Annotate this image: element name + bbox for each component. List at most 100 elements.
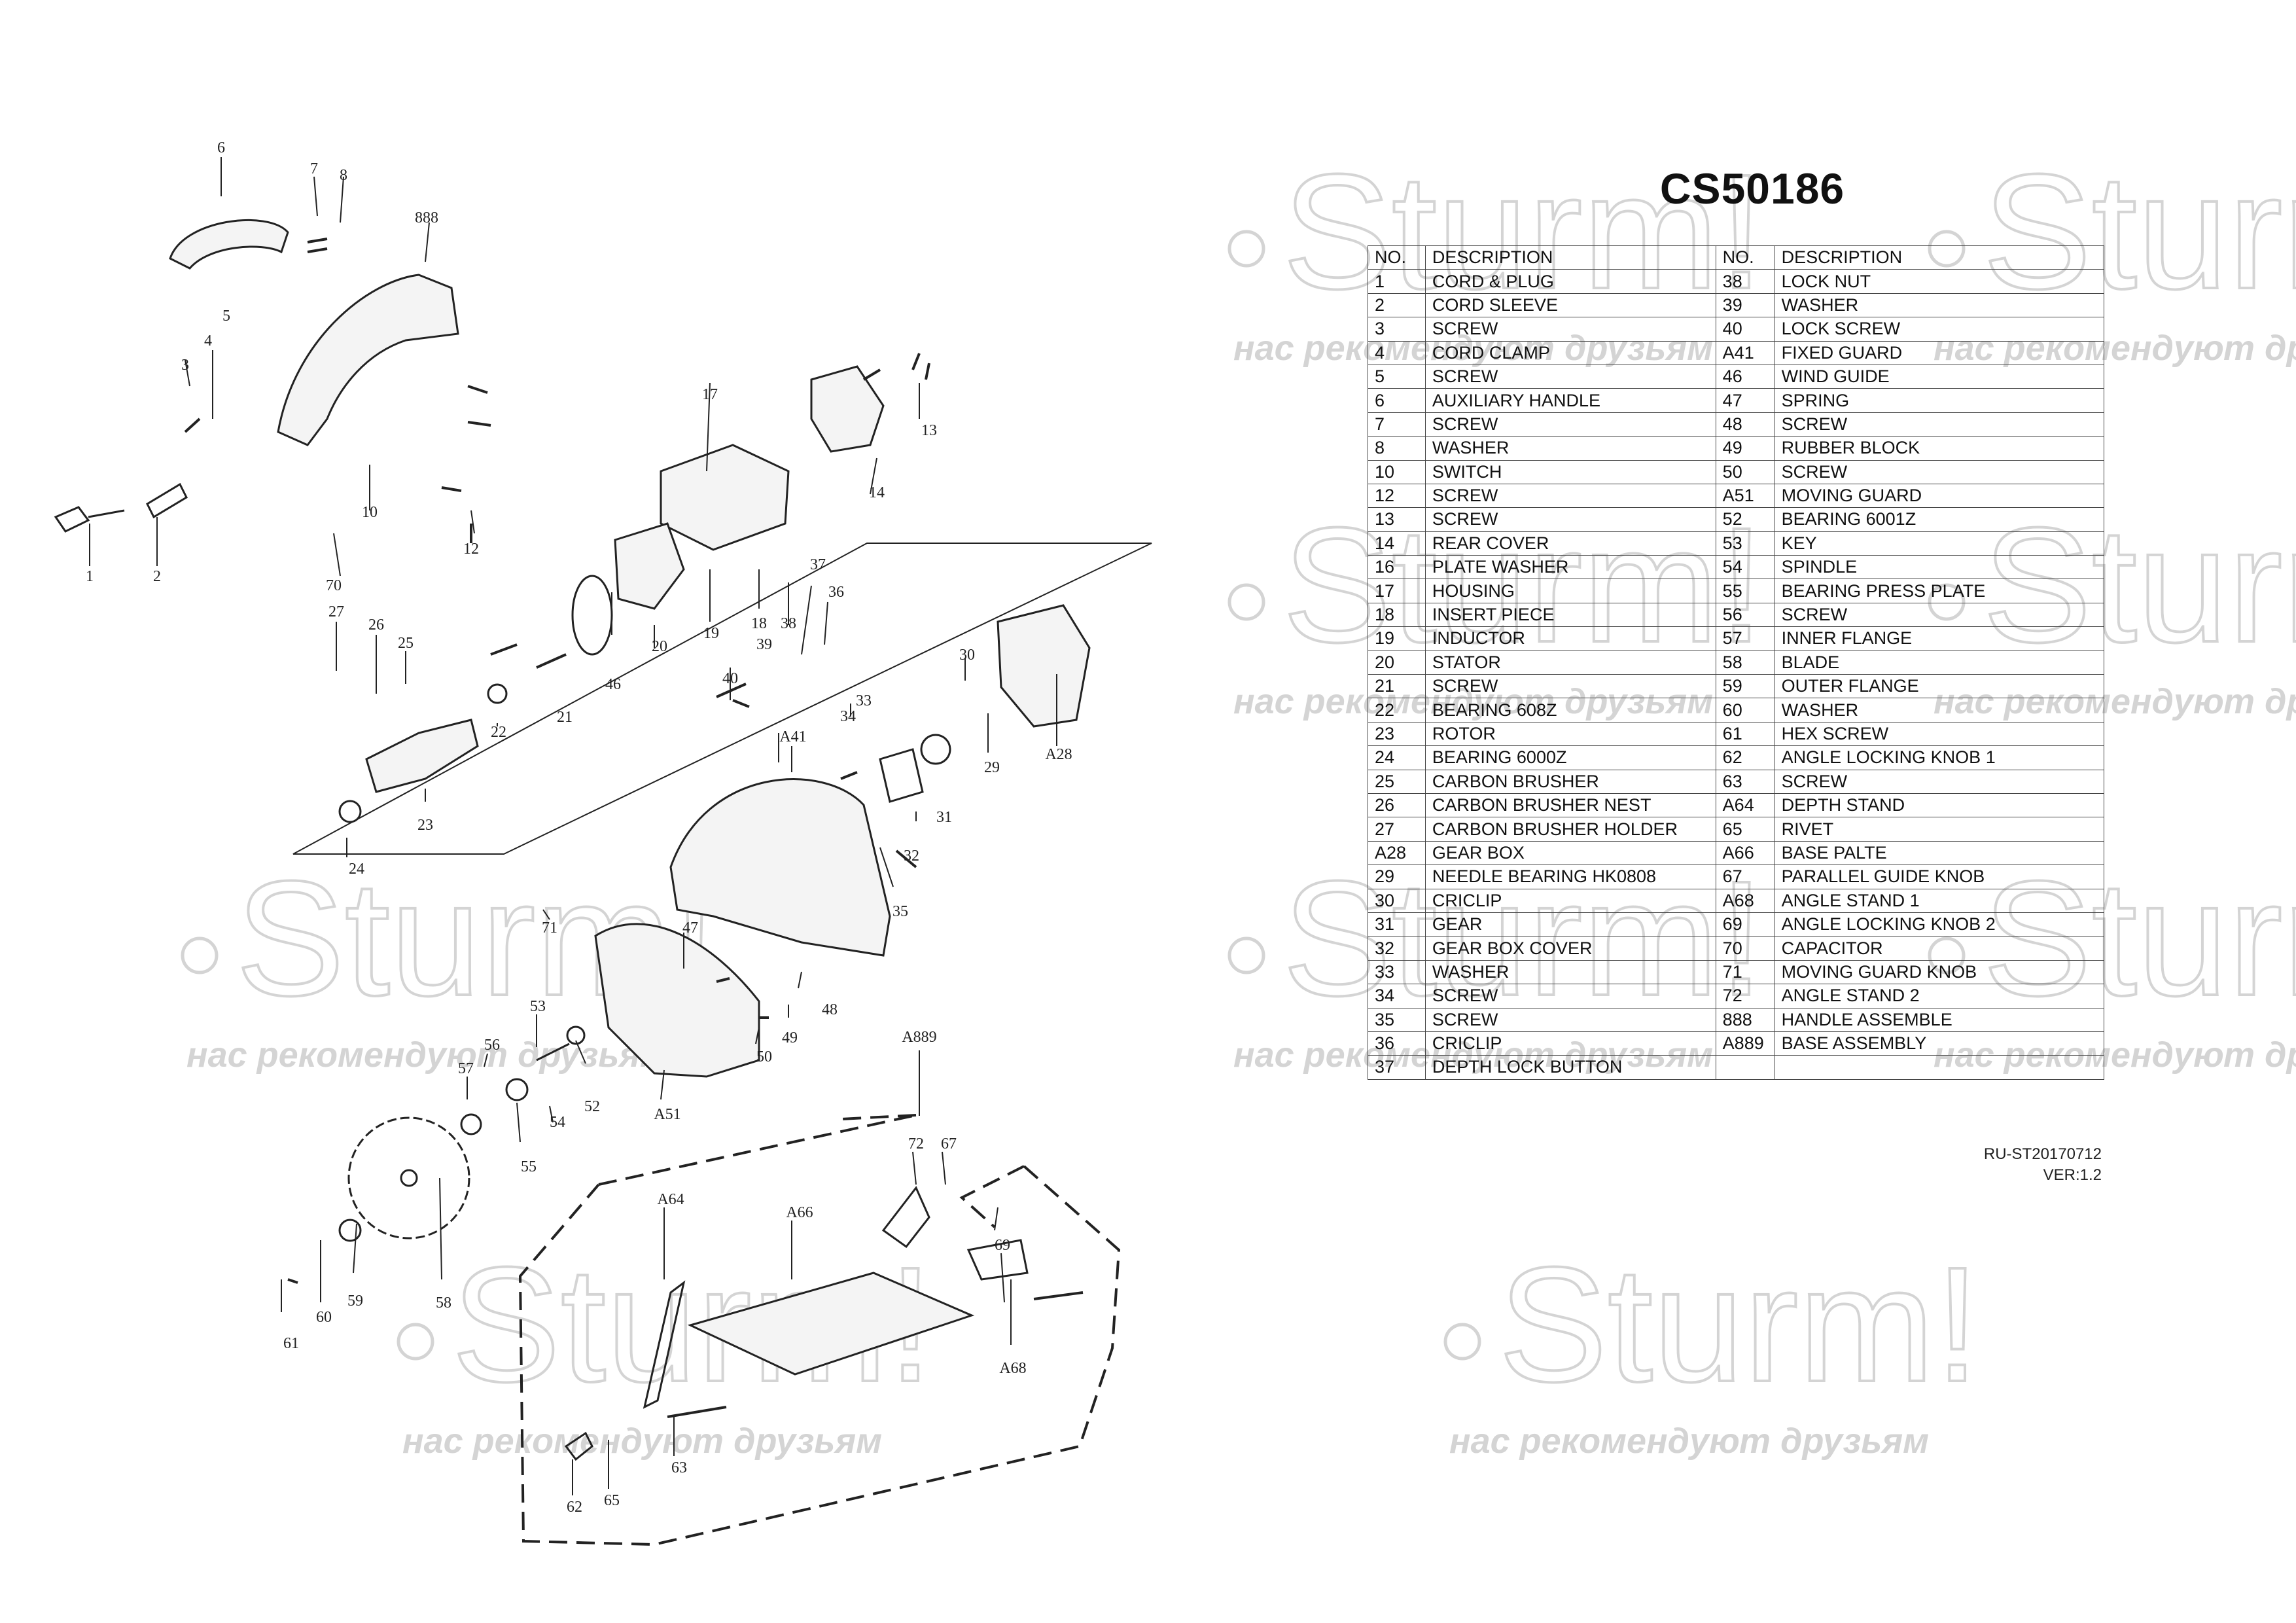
callout-label: 36 xyxy=(828,584,844,601)
part-description: CARBON BRUSHER HOLDER xyxy=(1424,817,1716,842)
callout-label: A28 xyxy=(1045,746,1072,763)
part-description: SCREW xyxy=(1424,364,1716,389)
part-description: WASHER xyxy=(1424,436,1716,461)
part-description: SCREW xyxy=(1424,412,1716,437)
callout-label: 35 xyxy=(892,903,908,920)
callout-label: 13 xyxy=(921,422,937,439)
callout-label: 27 xyxy=(328,603,344,620)
callout-label: 54 xyxy=(550,1114,565,1131)
header-no-2: NO. xyxy=(1715,245,1775,270)
part-number: 27 xyxy=(1368,817,1426,842)
part-description: BEARING PRESS PLATE xyxy=(1774,579,2105,603)
callout-label: 21 xyxy=(557,709,573,726)
part-number: 29 xyxy=(1368,865,1426,889)
callout-label: 55 xyxy=(521,1158,537,1175)
part-number: 12 xyxy=(1368,483,1426,508)
callout-label: 4 xyxy=(204,332,212,349)
part-number: 22 xyxy=(1368,698,1426,722)
part-number: 13 xyxy=(1368,507,1426,532)
callout-label: 29 xyxy=(984,759,1000,776)
part-description: HANDLE ASSEMBLE xyxy=(1774,1007,2105,1032)
part-number: 888 xyxy=(1715,1007,1775,1032)
part-description: CORD & PLUG xyxy=(1424,269,1716,294)
part-description: SCREW xyxy=(1424,483,1716,508)
callout-label: 40 xyxy=(722,670,738,687)
housing-shape xyxy=(660,444,790,551)
part-number: 52 xyxy=(1715,507,1775,532)
callout-label: 65 xyxy=(604,1492,620,1509)
callout-label: 57 xyxy=(458,1060,474,1077)
part-number: 18 xyxy=(1368,602,1426,628)
callout-label: 33 xyxy=(856,692,872,709)
part-description: ROTOR xyxy=(1424,721,1716,747)
callout-label: 70 xyxy=(326,577,342,594)
callout-label: 49 xyxy=(782,1029,798,1046)
part-number: 7 xyxy=(1368,412,1426,437)
gear-shape xyxy=(920,734,951,765)
part-number: 56 xyxy=(1715,602,1775,628)
part-number: 53 xyxy=(1715,531,1775,556)
part-number: 63 xyxy=(1715,769,1775,794)
callout-label: 61 xyxy=(283,1335,299,1352)
part-description: ANGLE STAND 1 xyxy=(1774,888,2105,913)
document-version: VER:1.2 xyxy=(2043,1166,2102,1184)
callout-label: 888 xyxy=(415,209,438,226)
part-number: 61 xyxy=(1715,721,1775,747)
part-description: ANGLE LOCKING KNOB 1 xyxy=(1774,745,2105,770)
callout-label: 69 xyxy=(995,1237,1010,1254)
part-number: 1 xyxy=(1368,269,1426,294)
rotor-shape xyxy=(365,719,479,793)
part-description: STATOR xyxy=(1424,650,1716,675)
part-number: A889 xyxy=(1715,1031,1775,1056)
callout-label: 23 xyxy=(417,817,433,834)
part-number: 46 xyxy=(1715,364,1775,389)
part-description: MOVING GUARD KNOB xyxy=(1774,959,2105,985)
part-description: RIVET xyxy=(1774,817,2105,842)
part-number: 36 xyxy=(1368,1031,1426,1056)
part-number: 19 xyxy=(1368,626,1426,651)
part-description: SCREW xyxy=(1774,412,2105,437)
part-number: 4 xyxy=(1368,340,1426,365)
part-number: 72 xyxy=(1715,984,1775,1008)
callout-label: 14 xyxy=(869,484,885,501)
callout-label: 2 xyxy=(153,568,161,585)
part-number: 71 xyxy=(1715,959,1775,985)
callout-label: 50 xyxy=(756,1048,772,1065)
part-number: 65 xyxy=(1715,817,1775,842)
part-number: 54 xyxy=(1715,555,1775,580)
angle-stand-2-shape xyxy=(881,1186,930,1249)
document-code: RU-ST20170712 xyxy=(1983,1145,2102,1163)
watermark: Sturm!нас рекомендуют друзьям xyxy=(1443,1232,1981,1461)
part-description: WIND GUIDE xyxy=(1774,364,2105,389)
part-description: LOCK NUT xyxy=(1774,269,2105,294)
part-description: SCREW xyxy=(1424,1007,1716,1032)
part-description: WASHER xyxy=(1424,959,1716,985)
callout-label: 53 xyxy=(530,998,546,1015)
part-number: 20 xyxy=(1368,650,1426,675)
part-number: 10 xyxy=(1368,459,1426,484)
header-no-1: NO. xyxy=(1368,245,1426,270)
part-description: KEY xyxy=(1774,531,2105,556)
callout-label: 52 xyxy=(584,1098,600,1115)
part-number: 50 xyxy=(1715,459,1775,484)
callout-label: A66 xyxy=(786,1204,813,1221)
part-number: 2 xyxy=(1368,293,1426,318)
part-number: A68 xyxy=(1715,888,1775,913)
callout-label: A51 xyxy=(654,1106,680,1123)
part-number: A28 xyxy=(1368,840,1426,866)
angle-stand-1-shape xyxy=(966,1239,1029,1281)
part-description: AUXILIARY HANDLE xyxy=(1424,388,1716,413)
part-number: 57 xyxy=(1715,626,1775,651)
depth-stand-shape xyxy=(643,1280,686,1409)
